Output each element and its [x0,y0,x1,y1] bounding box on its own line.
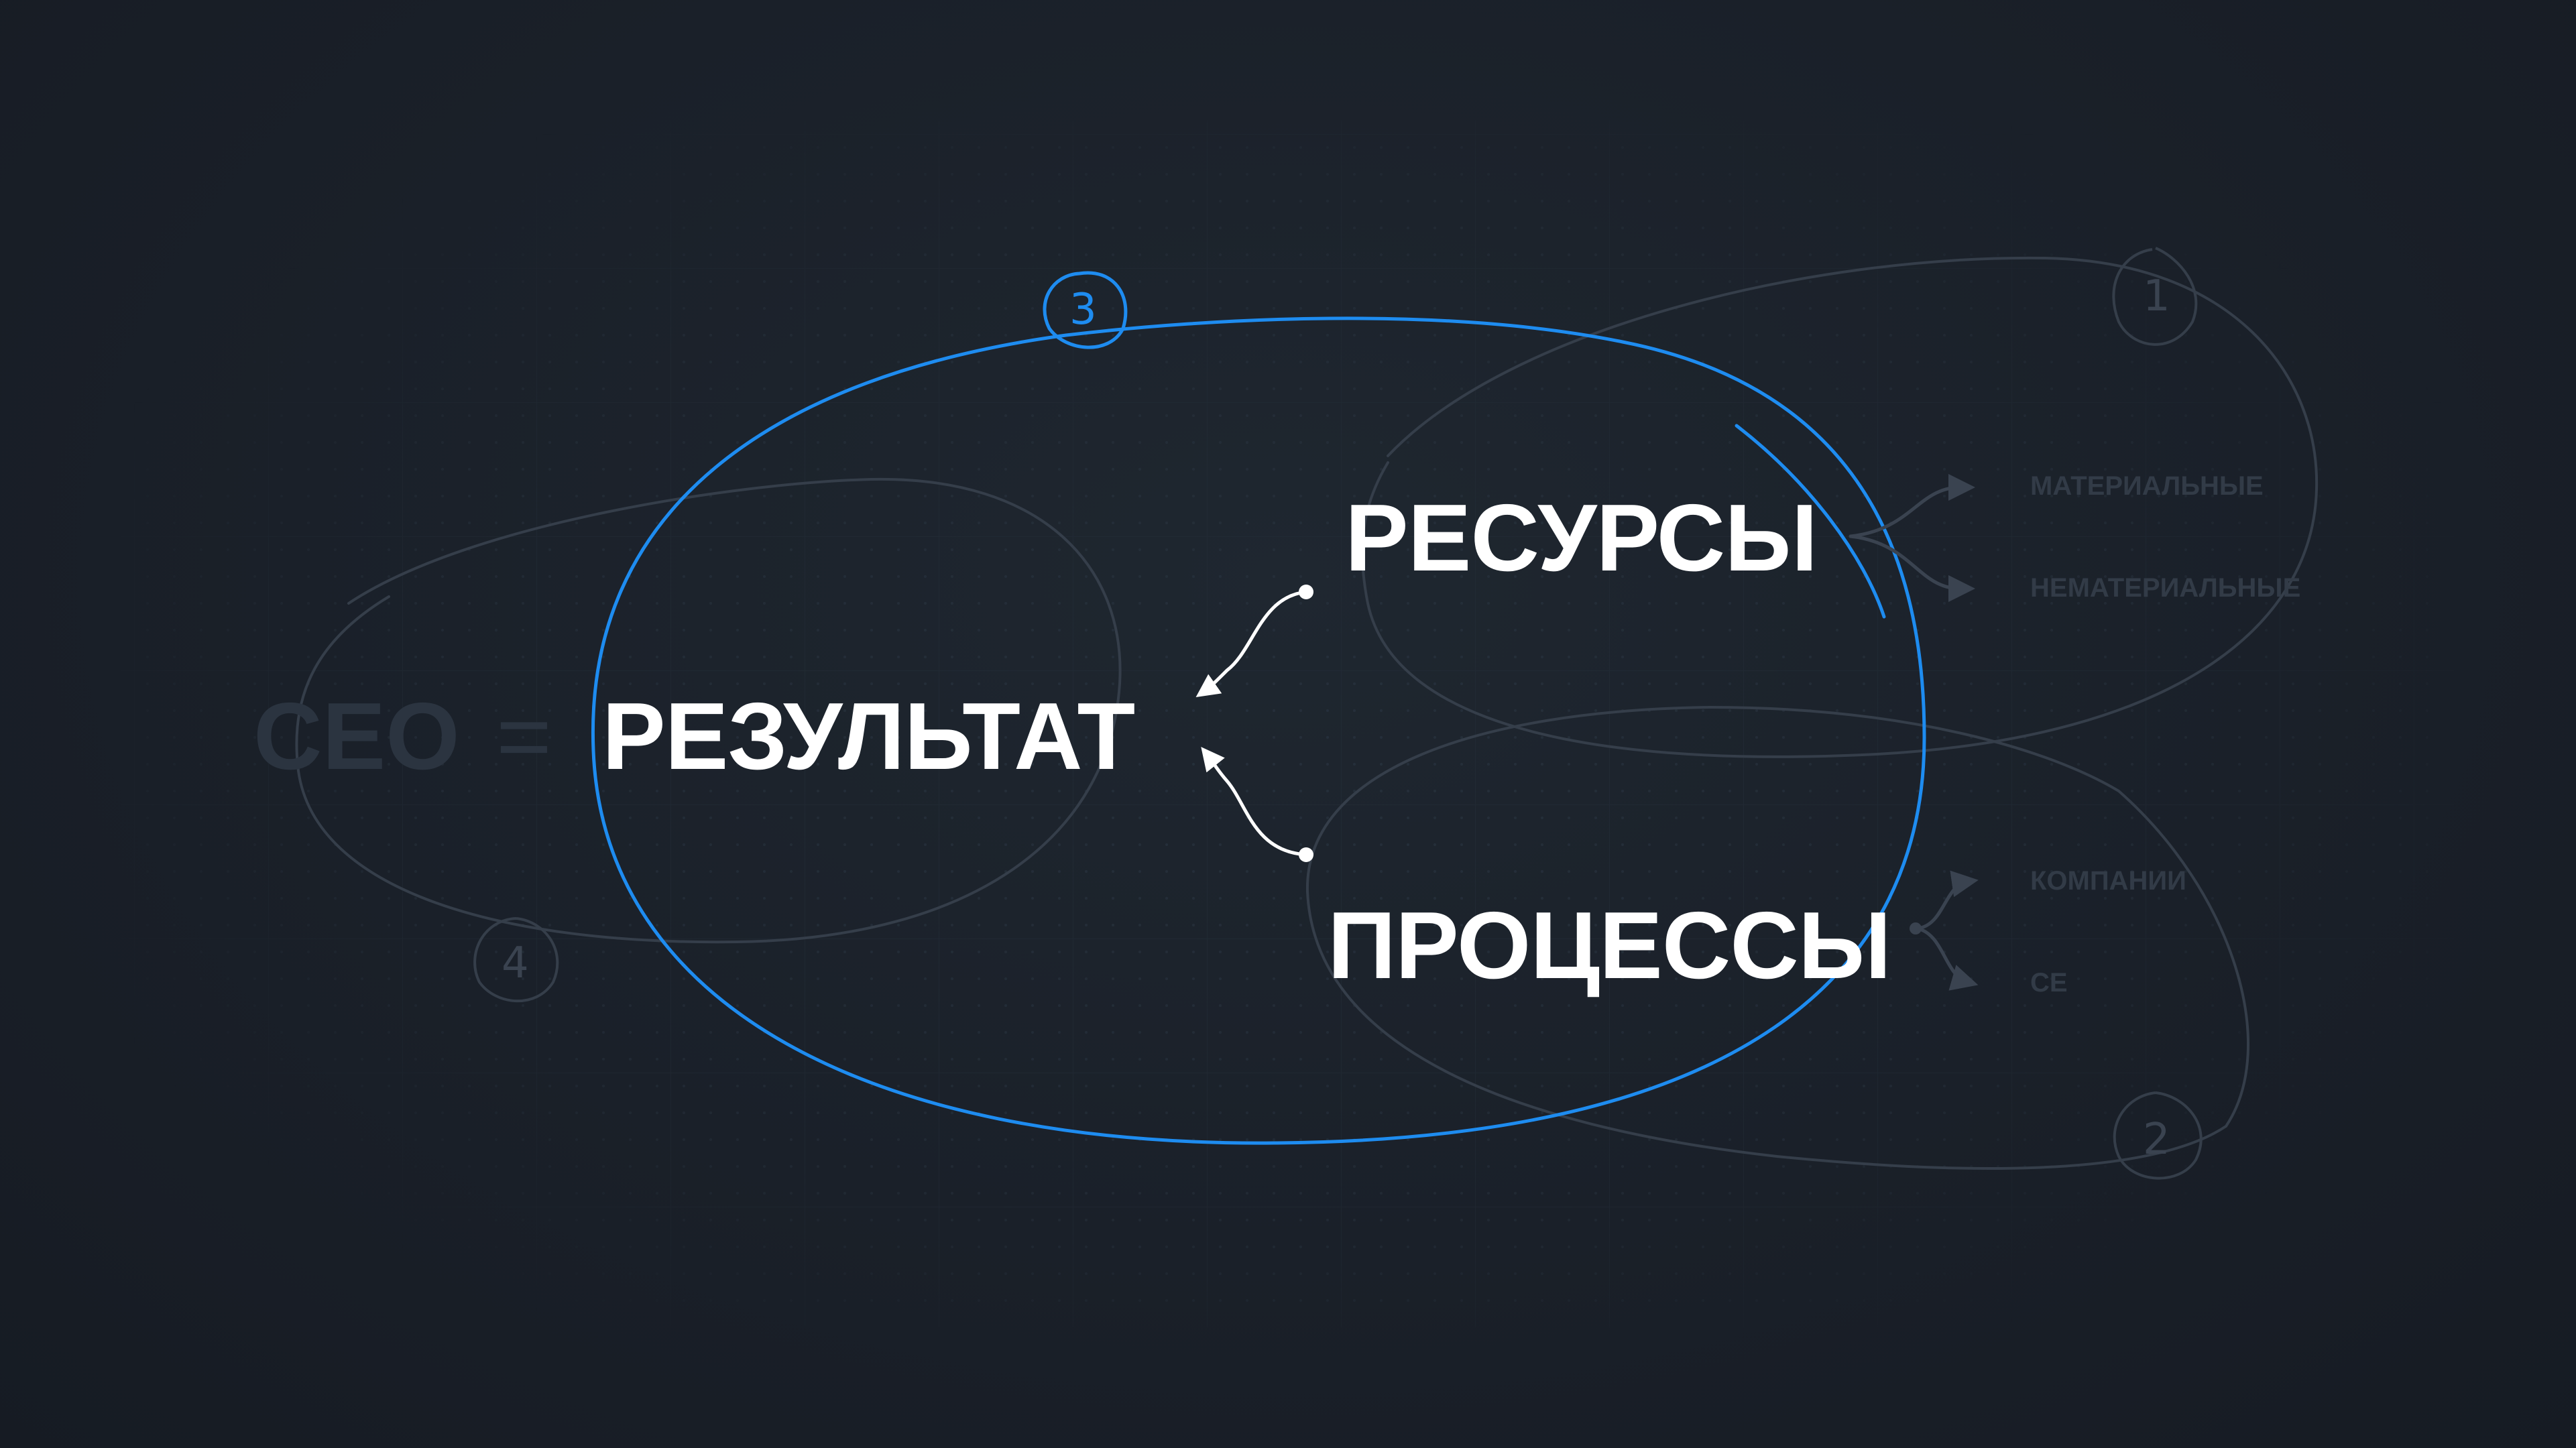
circle-2-outline [2113,1091,2203,1180]
result-label: РЕЗУЛЬТАТ [602,683,1135,790]
branch-dot-processes [1910,922,1922,934]
circle-number-2: 2 [2143,1115,2170,1164]
ellipse-3-accent [591,316,1926,1145]
circle-number-1: 1 [2143,272,2170,321]
background-grid [121,121,2454,1327]
ellipse-1 [1360,256,2319,758]
branch-label-nonmaterial: НЕМАТЕРИАЛЬНЫЕ [2030,573,2301,603]
branch-label-material: МАТЕРИАЛЬНЫЕ [2030,471,2264,501]
branch-label-company: КОМПАНИИ [2030,866,2186,896]
branch-label-ce: CE [2030,968,2068,998]
processes-label: ПРОЦЕССЫ [1328,892,1891,999]
circle-3-outline [1043,271,1128,349]
branch-arrow-nonmaterial [1849,534,1975,602]
branch-arrow-company [1916,870,1979,930]
ceo-label: CEO [253,683,460,790]
equals-sign: = [496,683,552,790]
circle-number-3: 3 [1069,285,1097,335]
connector-processes-to-result [1201,747,1308,857]
connector-dot-resources [1299,585,1313,599]
connector-dot-processes [1299,847,1313,862]
circle-1-outline [2112,247,2198,346]
resources-label: РЕСУРСЫ [1345,485,1818,591]
circle-4-outline [473,917,559,1003]
ellipse-2 [1305,705,2250,1170]
branch-arrow-ce [1916,926,1979,991]
connector-resources-to-result [1195,590,1308,698]
circle-number-4: 4 [502,939,529,988]
branch-arrow-material [1849,474,1975,538]
ellipse-3-tail [1735,424,1886,619]
ellipse-4 [295,477,1122,944]
